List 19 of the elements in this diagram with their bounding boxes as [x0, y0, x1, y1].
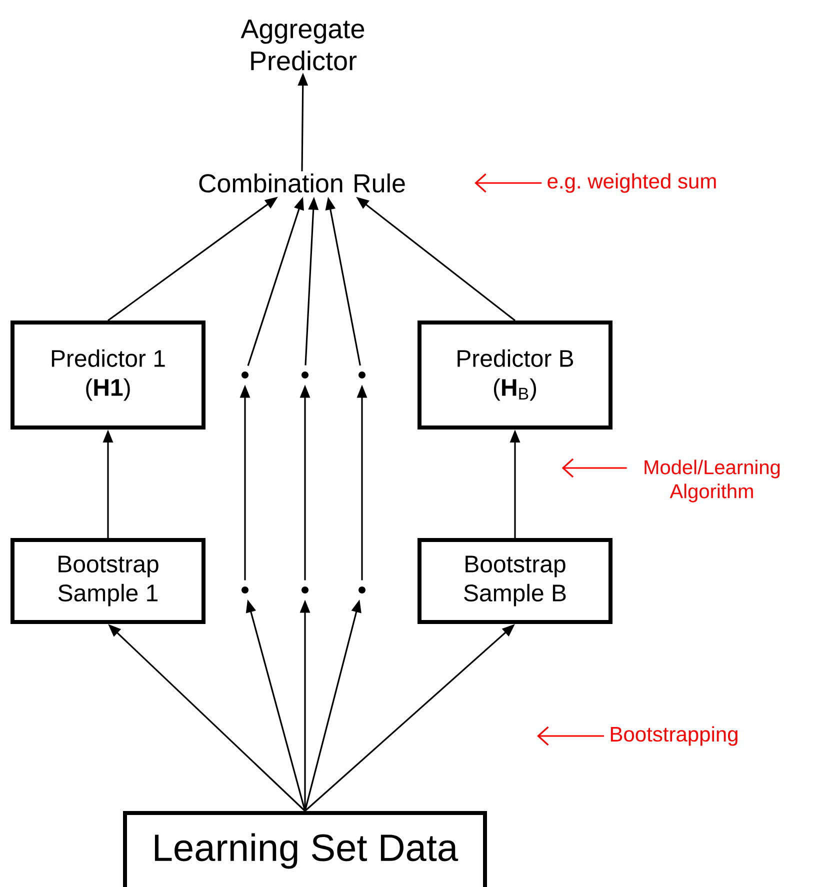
process-box: Predictor B (H$_{B}$)	[418, 320, 612, 430]
process-box: Bootstrap Sample B	[418, 538, 612, 624]
dot	[242, 372, 248, 378]
dot	[242, 586, 248, 594]
process-box: Learning Set Data	[123, 811, 487, 887]
arrow	[562, 458, 627, 478]
process-box: Bootstrap Sample 1	[10, 538, 206, 624]
label-text: Combination Rule	[199, 173, 405, 193]
label-text: Aggregate Predictor	[240, 20, 364, 70]
dot	[358, 372, 366, 378]
dot	[302, 586, 308, 594]
dot	[302, 372, 308, 378]
process-box: Predictor 1 (H1)	[10, 320, 206, 430]
annotation-text: Model/Learning Algorithm	[644, 460, 780, 502]
arrow	[474, 173, 542, 193]
annotation-text: e.g. weighted sum	[548, 173, 716, 193]
annotation-text: Bootstrapping	[610, 726, 738, 746]
dot	[358, 586, 366, 594]
arrow	[537, 726, 604, 746]
